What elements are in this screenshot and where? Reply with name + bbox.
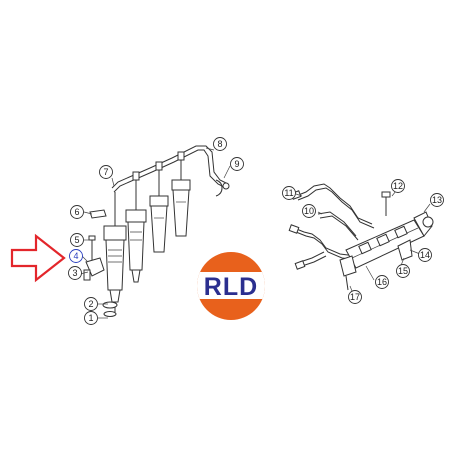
callout-8: 8	[213, 137, 227, 151]
injector-3	[149, 195, 169, 253]
callout-label: 15	[398, 266, 408, 276]
callout-14: 14	[418, 248, 432, 262]
callout-label: 4	[73, 251, 78, 261]
callout-4: 4	[69, 249, 83, 263]
callout-label: 6	[74, 207, 79, 217]
callout-1: 1	[84, 311, 98, 325]
callout-17: 17	[348, 290, 362, 304]
callout-label: 14	[420, 250, 430, 260]
callout-circle	[84, 311, 98, 325]
logo-text: RLD	[204, 273, 258, 301]
callout-12: 12	[391, 179, 405, 193]
callout-15: 15	[396, 264, 410, 278]
callout-6: 6	[70, 205, 84, 219]
callout-3: 3	[68, 266, 82, 280]
callout-circle	[302, 204, 316, 218]
injector-1	[103, 225, 127, 312]
callout-circle	[230, 157, 244, 171]
callout-circle	[99, 165, 113, 179]
callout-circle	[84, 297, 98, 311]
callout-7: 7	[99, 165, 113, 179]
right-arrow-outline-icon	[10, 233, 66, 283]
callout-circle	[213, 137, 227, 151]
callout-10: 10	[302, 204, 316, 218]
callout-circle	[430, 193, 444, 207]
callout-circle	[348, 290, 362, 304]
callout-label: 7	[103, 167, 108, 177]
callout-circle	[69, 249, 83, 263]
callout-label: 12	[393, 181, 403, 191]
callout-circle	[70, 205, 84, 219]
callout-circle	[396, 264, 410, 278]
callout-13: 13	[430, 193, 444, 207]
callout-label: 3	[72, 268, 77, 278]
callout-circle	[375, 275, 389, 289]
callout-16: 16	[375, 275, 389, 289]
callout-label: 11	[284, 188, 293, 198]
callout-circle	[68, 266, 82, 280]
callout-label: 13	[432, 195, 442, 205]
callout-2: 2	[84, 297, 98, 311]
callout-label: 1	[88, 313, 93, 323]
callout-5: 5	[70, 233, 84, 247]
callout-label: 8	[217, 139, 222, 149]
callout-11: 11	[282, 186, 296, 200]
callout-circle	[391, 179, 405, 193]
injector-4	[171, 179, 191, 237]
callout-label: 2	[88, 299, 93, 309]
callout-circle	[282, 186, 296, 200]
callout-label: 17	[350, 292, 360, 302]
callout-label: 10	[304, 206, 314, 216]
callout-circle	[418, 248, 432, 262]
callout-label: 5	[74, 235, 79, 245]
injector-assembly	[83, 145, 230, 317]
leader-lines-left	[79, 147, 231, 319]
fuel-rail-assembly	[288, 183, 434, 291]
rld-logo: RLD	[197, 252, 265, 320]
callout-label: 16	[377, 277, 387, 287]
callout-label: 9	[234, 159, 239, 169]
callout-circle	[70, 233, 84, 247]
callout-9: 9	[230, 157, 244, 171]
injector-2	[125, 209, 147, 283]
